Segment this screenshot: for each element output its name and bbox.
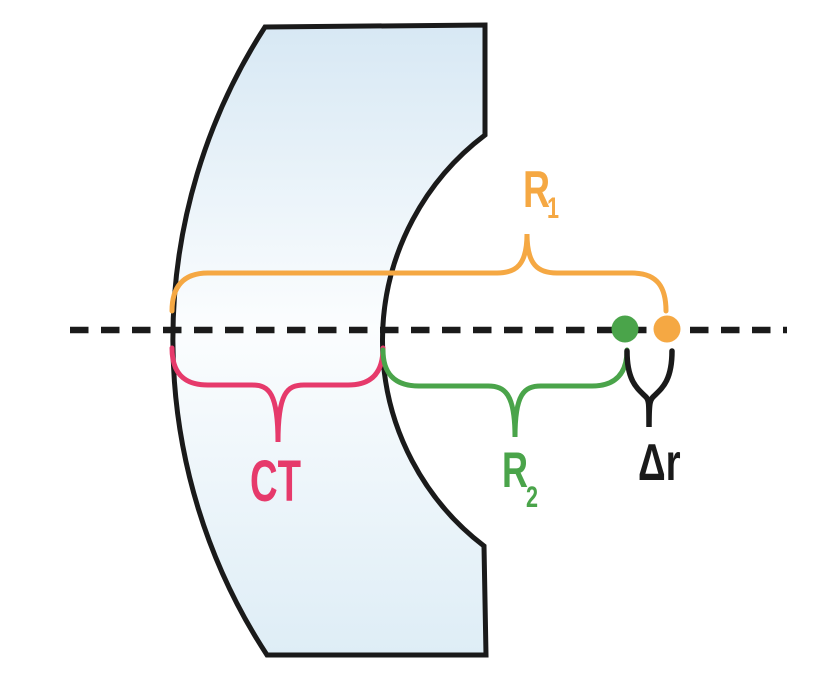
ct-label: CT — [250, 450, 301, 514]
r1-label-sub: 1 — [547, 190, 559, 224]
r1-label-main: R — [523, 160, 550, 219]
r2-brace — [380, 347, 630, 438]
lens-body — [170, 22, 489, 658]
r2-label-main: R — [502, 443, 528, 498]
delta-r-label: Δr — [638, 433, 681, 491]
r2-label-subscript: 2 — [526, 479, 538, 513]
r1-brace — [169, 233, 669, 314]
r2-label: R — [502, 443, 528, 498]
ct-label-text: CT — [250, 450, 301, 514]
r1-label-subscript: 1 — [547, 190, 559, 224]
delta-r-label-text: Δr — [638, 433, 681, 491]
r1-center-dot — [653, 315, 681, 343]
r2-label-sub: 2 — [526, 479, 538, 513]
r1-label: R — [523, 160, 550, 219]
ct-brace — [169, 345, 386, 443]
delta-r-brace — [624, 348, 675, 428]
r2-center-dot — [611, 315, 639, 343]
